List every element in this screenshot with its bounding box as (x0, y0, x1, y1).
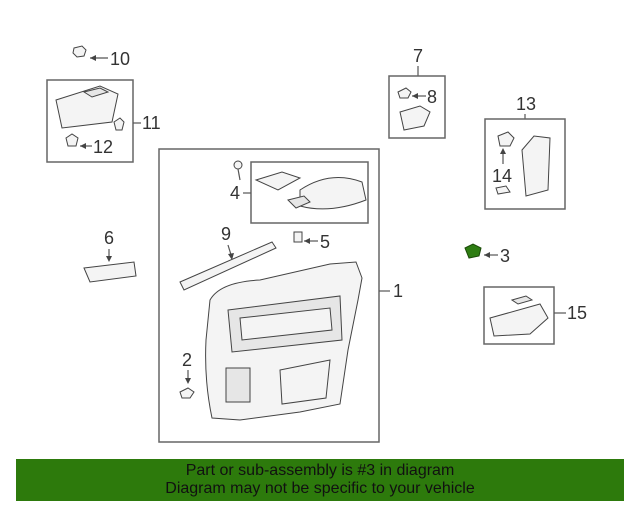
banner-line-2: Diagram may not be specific to your vehi… (165, 480, 475, 497)
callout-15: 15 (567, 303, 587, 323)
part-6-pull (83, 261, 137, 283)
callout-14: 14 (492, 166, 512, 186)
part-12-clip (65, 133, 92, 149)
part-11-trim-cap (55, 85, 125, 131)
part-5-screw (293, 231, 318, 244)
callout-3: 3 (500, 246, 510, 266)
part-7-bracket (399, 105, 431, 131)
part-9-strip (179, 241, 277, 291)
callout-4: 4 (230, 183, 240, 203)
callout-6: 6 (104, 228, 114, 248)
callout-12: 12 (93, 137, 113, 157)
info-banner: Part or sub-assembly is #3 in diagram Di… (16, 459, 624, 501)
part-1-door-panel (205, 261, 363, 421)
callout-8: 8 (427, 87, 437, 107)
callout-9: 9 (221, 224, 231, 244)
callout-13: 13 (516, 94, 536, 114)
callout-1: 1 (393, 281, 403, 301)
part-3-clip-highlighted (464, 243, 498, 259)
part-8-clip (397, 87, 426, 99)
callout-10: 10 (110, 49, 130, 69)
parts-diagram: 10 11 12 7 8 13 14 1 4 (46, 45, 587, 443)
part-15-switch-bezel (489, 295, 549, 337)
part-13-grip (495, 131, 551, 197)
part-3-shape (464, 243, 482, 259)
part-10-clip (72, 45, 108, 61)
callout-7: 7 (413, 46, 423, 66)
part-2-clip (179, 387, 195, 399)
callout-2: 2 (182, 350, 192, 370)
banner-line-1: Part or sub-assembly is #3 in diagram (185, 462, 455, 479)
part-screw (233, 160, 243, 181)
callout-5: 5 (320, 232, 330, 252)
callout-11: 11 (142, 113, 161, 133)
part-4-armrest (254, 171, 367, 210)
